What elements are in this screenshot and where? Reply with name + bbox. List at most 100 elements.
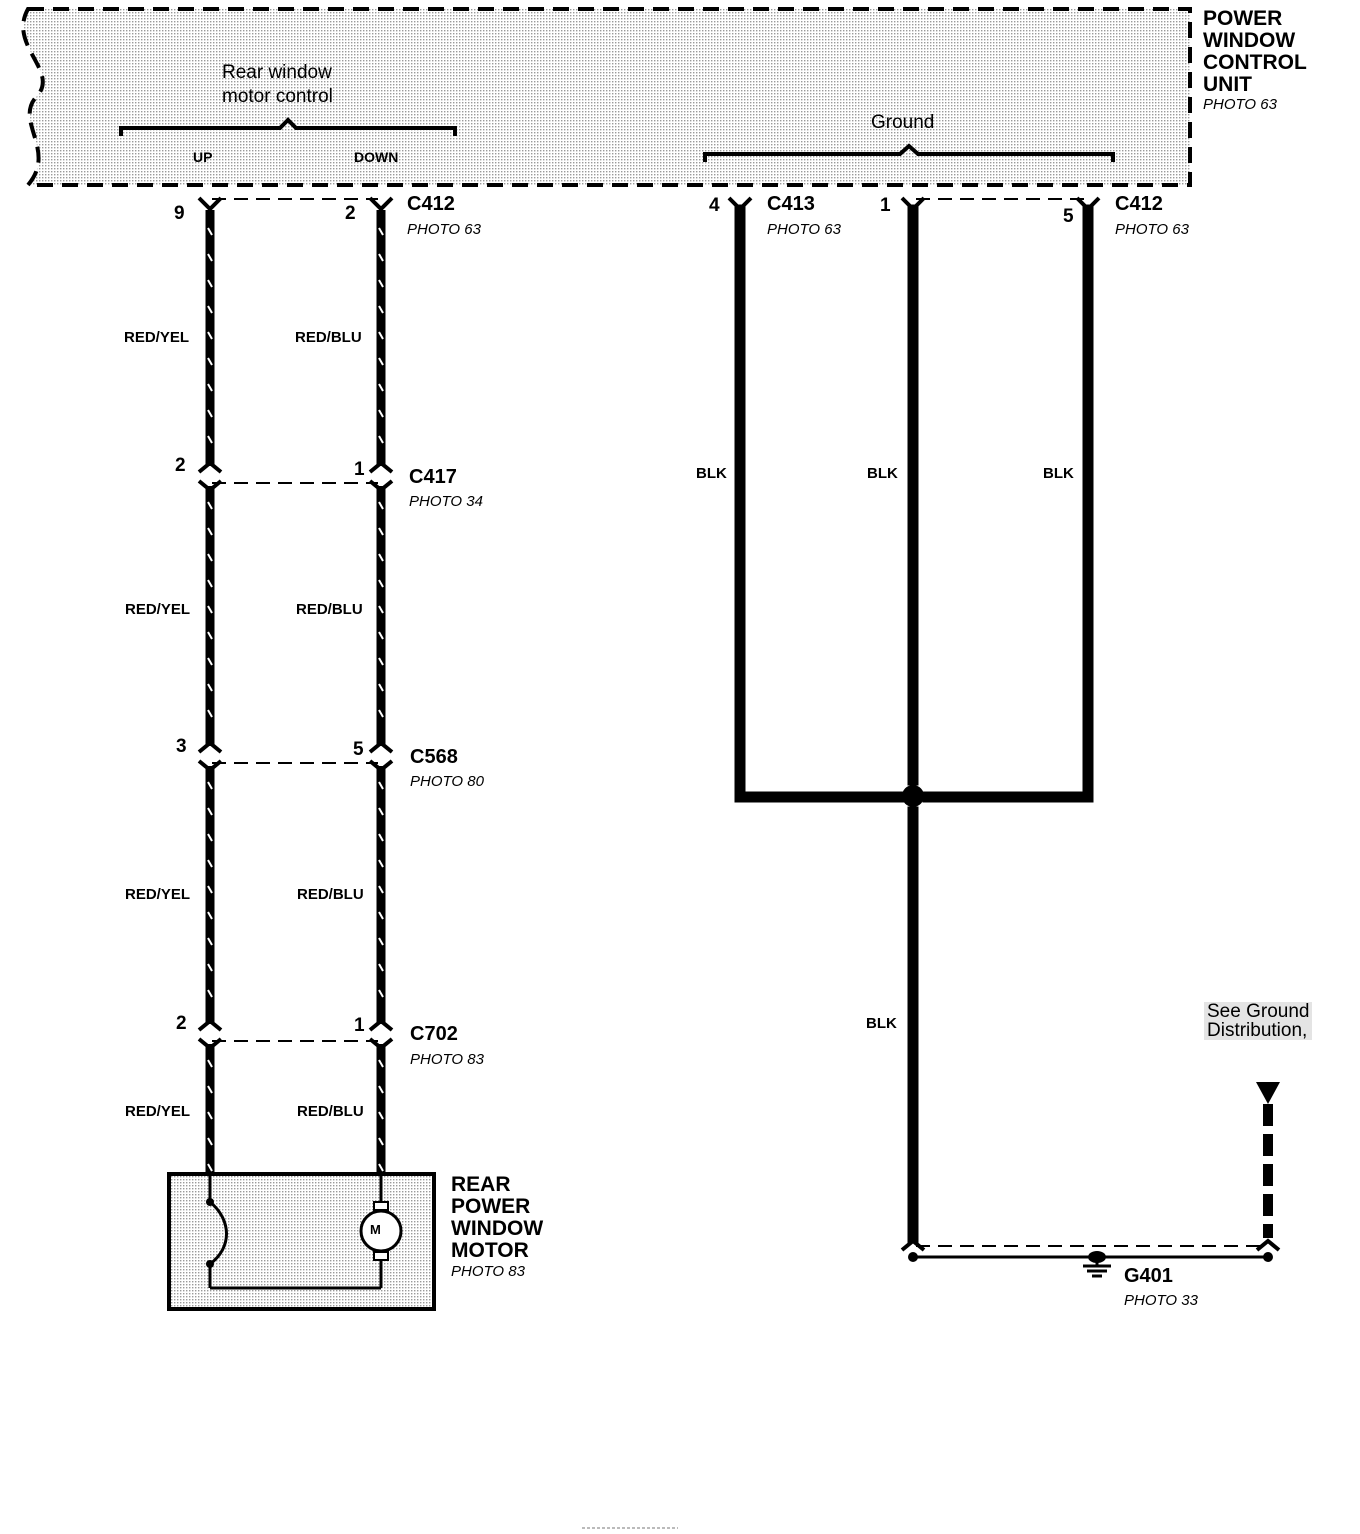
wire-stripe (207, 657, 213, 666)
wire-color-label: RED/BLU (297, 1103, 364, 1120)
pin-number: 2 (176, 1013, 187, 1034)
connector-c413-photo: PHOTO 63 (767, 221, 841, 238)
wire-stripe (207, 383, 213, 392)
ground-g401-label: G401 (1124, 1265, 1173, 1287)
wire-stripe (207, 331, 213, 340)
wire-stripe (207, 435, 213, 444)
wire-stripe (207, 605, 213, 614)
wire-stripe (207, 1111, 213, 1120)
wire-stripe (378, 807, 384, 816)
wire-stripe (378, 911, 384, 920)
wire-stripe (207, 501, 213, 510)
wire-stripe (378, 357, 384, 366)
motor-photo: PHOTO 83 (451, 1263, 525, 1280)
wire-stripe (378, 683, 384, 692)
wire-stripe (378, 605, 384, 614)
wire-stripe (378, 527, 384, 536)
wire-stripe (378, 631, 384, 640)
connector-links (212, 198, 1268, 1247)
pin-number: 1 (354, 459, 365, 480)
ground-bracket (703, 143, 1115, 162)
wire-stripe (378, 1137, 384, 1146)
wire-stripe (378, 305, 384, 314)
wire-stripe (207, 227, 213, 236)
wire-stripe (378, 833, 384, 842)
wire-stripe (207, 1085, 213, 1094)
connector-c568-photo: PHOTO 80 (410, 773, 484, 790)
motor-control-label-line: Rear window (222, 62, 332, 83)
wire-stripe (378, 1163, 384, 1172)
pin-number: 5 (353, 739, 364, 760)
control-unit-photo: PHOTO 63 (1203, 96, 1277, 113)
wire-stripe (378, 279, 384, 288)
wire-stripe (378, 989, 384, 998)
connector-c412-right-label: C412 (1115, 193, 1163, 215)
ground-distribution-note-line: See Ground (1207, 1001, 1310, 1022)
ground-distribution-arrow (1256, 1082, 1280, 1238)
ground-g401-symbol (908, 1251, 1273, 1278)
wire-stripe (378, 409, 384, 418)
motor-title-line: POWER (451, 1195, 531, 1218)
wire-color-label: BLK (866, 1015, 897, 1032)
splice-point (902, 785, 924, 807)
wire-stripe (207, 1137, 213, 1146)
motor-letter: M (370, 1222, 381, 1237)
connector-symbols-right (727, 196, 1281, 1252)
connector-c702-photo: PHOTO 83 (410, 1051, 484, 1068)
connector-c412-photo: PHOTO 63 (407, 221, 481, 238)
pin-number: 3 (176, 736, 187, 757)
connector-c412-label: C412 (407, 193, 455, 215)
wire-stripe (207, 807, 213, 816)
wire-color-label: RED/BLU (297, 886, 364, 903)
control-unit-box (21, 7, 1192, 187)
wire-stripe (378, 1085, 384, 1094)
wire-stripe (207, 683, 213, 692)
wire-color-label: BLK (1043, 465, 1074, 482)
connector-c413-label: C413 (767, 193, 815, 215)
wire-stripe (378, 553, 384, 562)
connector-c417-photo: PHOTO 34 (409, 493, 483, 510)
wire-stripe (207, 1163, 213, 1172)
wire-color-label: RED/YEL (125, 886, 191, 903)
ground-g401-photo: PHOTO 33 (1124, 1292, 1198, 1309)
wire-stripe (207, 253, 213, 262)
wire-stripe (378, 859, 384, 868)
connector-symbols-left (197, 196, 394, 1051)
wire-stripes (207, 227, 384, 1172)
ground-distribution-note-line: Distribution, (1207, 1020, 1308, 1041)
wire-stripe (207, 631, 213, 640)
wire-stripe (207, 781, 213, 790)
wire-stripe (378, 1111, 384, 1120)
motor-control-bracket (119, 117, 457, 136)
motor-control-label-2: motor control (222, 86, 333, 107)
wire-stripe (378, 501, 384, 510)
ground-label: Ground (871, 112, 935, 133)
up-label: UP (193, 149, 213, 165)
control-unit-title-line: WINDOW (1203, 29, 1296, 52)
wire-stripe (207, 1059, 213, 1068)
wire-stripe (378, 937, 384, 946)
connector-c412-right-photo: PHOTO 63 (1115, 221, 1189, 238)
wire-stripe (207, 279, 213, 288)
connector-c417-label: C417 (409, 466, 457, 488)
wire-stripe (378, 331, 384, 340)
motor-title-line: MOTOR (451, 1239, 529, 1262)
wire-stripe (378, 1059, 384, 1068)
wire-color-label: BLK (867, 465, 898, 482)
wire-color-label: RED/YEL (124, 329, 190, 346)
pin-number: 5 (1063, 206, 1074, 227)
wire-stripe (207, 357, 213, 366)
wire-stripe (378, 435, 384, 444)
wire-color-label: RED/BLU (296, 601, 363, 618)
motor-title: REAR POWER WINDOW MOTOR (451, 1174, 543, 1262)
control-unit-title-line: POWER (1203, 7, 1283, 30)
wire-stripe (378, 963, 384, 972)
wire-stripe (207, 527, 213, 536)
pin-number: 2 (175, 455, 186, 476)
wire-stripe (207, 937, 213, 946)
wire-stripe (207, 553, 213, 562)
control-unit-title-line: UNIT (1203, 73, 1252, 96)
control-unit-title: POWER WINDOW CONTROL UNIT (1203, 8, 1307, 96)
pin-number: 4 (709, 195, 720, 216)
wire-stripe (207, 833, 213, 842)
